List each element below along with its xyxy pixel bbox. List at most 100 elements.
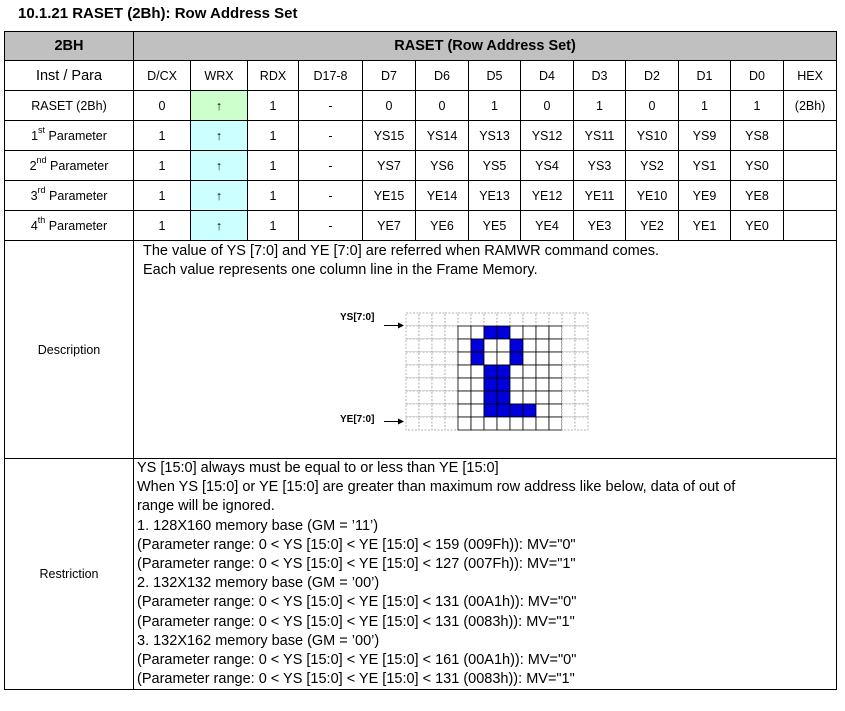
filled-pixel — [483, 364, 498, 379]
grid-cell — [418, 351, 433, 366]
bit-cell: YS15 — [362, 120, 416, 151]
bit-cell: 1 — [730, 90, 784, 121]
restriction-text: When YS [15:0] or YE [15:0] are greater … — [137, 479, 736, 496]
grid-cell — [418, 364, 433, 379]
d17-cell: - — [298, 210, 363, 241]
bit-cell: YE6 — [415, 210, 469, 241]
grid-cell — [431, 416, 446, 431]
command-code: 2BH — [4, 31, 134, 61]
grid-cell — [535, 351, 550, 366]
filled-pixel — [483, 377, 498, 392]
dcx-cell: 1 — [133, 120, 191, 151]
bit-cell: YS13 — [468, 120, 521, 151]
wrx-cell: ↑ — [190, 90, 248, 121]
grid-cell — [483, 338, 498, 353]
bit-cell: 1 — [573, 90, 626, 121]
bit-cell: YS5 — [468, 150, 521, 181]
grid-cell — [483, 351, 498, 366]
filled-pixel — [509, 403, 524, 418]
bit-cell: YE5 — [468, 210, 521, 241]
col-header: Inst / Para — [4, 60, 134, 91]
grid-cell — [574, 312, 589, 327]
description-label: Description — [4, 240, 134, 459]
frame-memory-diagram: YS[7:0] YE[7:0] — [340, 307, 640, 431]
grid-cell — [574, 364, 589, 379]
bit-cell: YS3 — [573, 150, 626, 181]
grid-cell — [561, 364, 576, 379]
d17-cell: - — [298, 120, 363, 151]
grid-cell — [470, 390, 485, 405]
grid-cell — [431, 351, 446, 366]
grid-cell — [561, 416, 576, 431]
filled-pixel — [522, 403, 537, 418]
hex-cell — [782, 120, 838, 151]
table-row: 4th Parameter 1 ↑ 1 - YE7 YE6 YE5 YE4 YE… — [4, 210, 838, 241]
bit-cell: YE12 — [520, 180, 574, 211]
grid-cell — [444, 390, 459, 405]
bit-cell: YS9 — [678, 120, 731, 151]
col-header: WRX — [190, 60, 248, 91]
grid-cell — [522, 390, 537, 405]
restriction-text: 2. 132X132 memory base (GM = ’00’) — [137, 575, 380, 592]
grid-cell — [405, 351, 420, 366]
bit-cell: YE0 — [730, 210, 784, 241]
description-text: Each value represents one column line in… — [143, 262, 538, 278]
restriction-text: 1. 128X160 memory base (GM = ’11’) — [137, 517, 379, 534]
grid-cell — [444, 325, 459, 340]
grid-cell — [522, 377, 537, 392]
grid-cell — [457, 364, 472, 379]
rdx-cell: 1 — [247, 90, 299, 121]
ys-label: YS[7:0] — [340, 312, 375, 323]
grid-cell — [548, 403, 563, 418]
dcx-cell: 1 — [133, 150, 191, 181]
grid-cell — [457, 377, 472, 392]
grid-cell — [535, 364, 550, 379]
bit-cell: YE8 — [730, 180, 784, 211]
table-row: 3rd Parameter 1 ↑ 1 - YE15 YE14 YE13 YE1… — [4, 180, 838, 211]
d17-cell: - — [298, 180, 363, 211]
grid-cell — [457, 390, 472, 405]
grid-cell — [457, 338, 472, 353]
bit-cell: YE3 — [573, 210, 626, 241]
restriction-text: (Parameter range: 0 < YS [15:0] < YE [15… — [137, 671, 575, 688]
grid-cell — [522, 338, 537, 353]
grid-cell — [470, 364, 485, 379]
grid-cell — [431, 338, 446, 353]
col-header: HEX — [782, 60, 838, 91]
filled-pixel — [483, 403, 498, 418]
grid-cell — [405, 377, 420, 392]
register-table: 2BH RASET (Row Address Set) Inst / Para … — [4, 31, 838, 691]
grid-cell — [561, 325, 576, 340]
grid-cell — [522, 364, 537, 379]
col-header: D4 — [520, 60, 574, 91]
bit-cell: 1 — [468, 90, 521, 121]
col-header: D7 — [362, 60, 416, 91]
restriction-cell: YS [15:0] always must be equal to or les… — [132, 457, 838, 691]
hex-cell — [782, 180, 838, 211]
bit-cell: 0 — [362, 90, 416, 121]
filled-pixel — [496, 390, 511, 405]
grid-cell — [418, 312, 433, 327]
grid-cell — [405, 416, 420, 431]
grid-cell — [548, 312, 563, 327]
dcx-cell: 1 — [133, 210, 191, 241]
grid-cell — [457, 416, 472, 431]
restriction-text: (Parameter range: 0 < YS [15:0] < YE [15… — [137, 556, 576, 573]
grid-cell — [561, 403, 576, 418]
grid-cell — [418, 390, 433, 405]
restriction-text: YS [15:0] always must be equal to or les… — [137, 460, 499, 476]
grid-cell — [561, 338, 576, 353]
filled-pixel — [509, 351, 524, 366]
grid-cell — [561, 377, 576, 392]
grid-cell — [561, 390, 576, 405]
bit-cell: YE15 — [362, 180, 416, 211]
grid-cell — [457, 403, 472, 418]
grid-cell — [444, 403, 459, 418]
ye-arrow-head — [398, 418, 404, 425]
row-label: RASET (2Bh) — [4, 90, 134, 121]
bit-cell: YE11 — [573, 180, 626, 211]
row-label: 3rd Parameter — [4, 180, 134, 211]
grid-cell — [574, 338, 589, 353]
restriction-text: (Parameter range: 0 < YS [15:0] < YE [15… — [137, 652, 577, 669]
grid-cell — [535, 403, 550, 418]
